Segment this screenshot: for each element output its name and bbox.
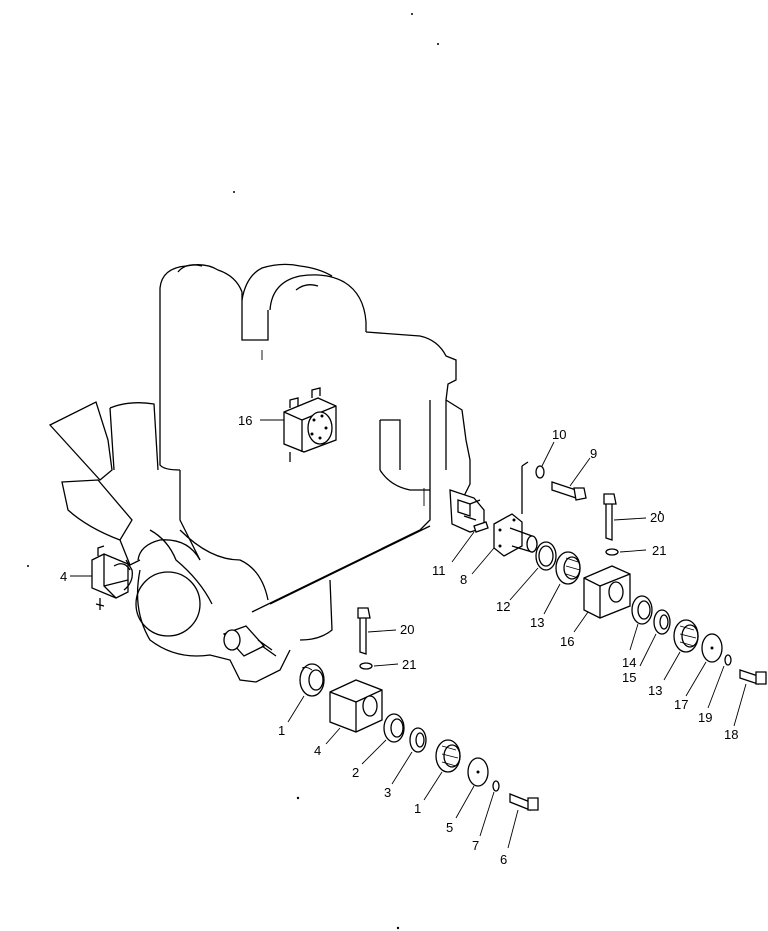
callout-5: 5: [446, 820, 453, 835]
callout-10: 10: [552, 427, 566, 442]
callout-7: 7: [472, 838, 479, 853]
callout-16-right: 16: [560, 634, 574, 649]
callout-18: 18: [724, 727, 738, 742]
parts-group-lower: [299, 607, 539, 811]
callout-6: 6: [500, 852, 507, 867]
leader-lines: [70, 419, 747, 849]
callout-17: 17: [674, 697, 688, 712]
callout-1-second: 1: [414, 801, 421, 816]
callout-11: 11: [432, 563, 446, 578]
callout-12: 12: [496, 599, 510, 614]
callout-15: 15: [622, 670, 636, 685]
callout-20-lower: 20: [400, 622, 414, 637]
callout-20-right: 20: [650, 510, 664, 525]
callout-21-right: 21: [652, 543, 666, 558]
callout-4-lower: 4: [314, 743, 321, 758]
callout-labels: 16 4 10 9 20 21 11 8 12 13 16 14 15 13 1…: [60, 413, 738, 867]
callout-14: 14: [622, 655, 636, 670]
callout-16-upper: 16: [238, 413, 252, 428]
callout-1-first: 1: [278, 723, 285, 738]
callout-2: 2: [352, 765, 359, 780]
parts-group-upper-right: [473, 461, 767, 685]
support-bracket-upper: [283, 387, 337, 462]
engine-assembly: [48, 263, 485, 683]
callout-21-lower: 21: [402, 657, 416, 672]
callout-19: 19: [698, 710, 712, 725]
callout-4-upper: 4: [60, 569, 67, 584]
callout-13-second: 13: [648, 683, 662, 698]
scan-specks: [27, 13, 661, 930]
callout-13-first: 13: [530, 615, 544, 630]
callout-9: 9: [590, 446, 597, 461]
callout-3: 3: [384, 785, 391, 800]
callout-8: 8: [460, 572, 467, 587]
